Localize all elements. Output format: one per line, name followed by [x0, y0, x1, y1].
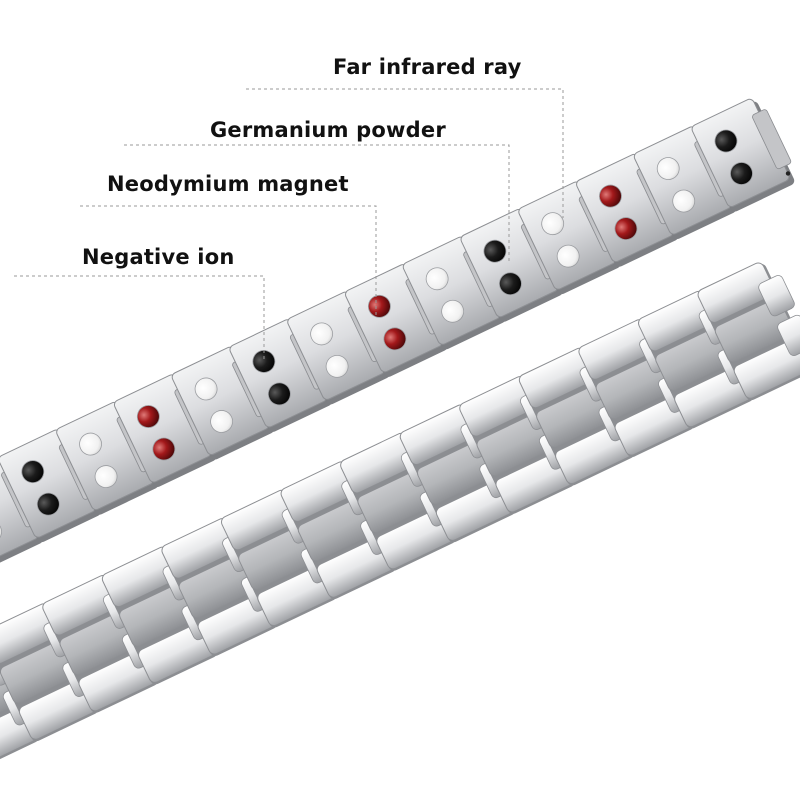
bracelet-link: [691, 98, 795, 212]
leader-neodymium: [80, 205, 377, 316]
negative-ion-stone: [210, 410, 233, 433]
negative-ion-stone: [441, 299, 465, 323]
neodymium-magnet: [21, 460, 45, 484]
negative-ion-stone: [556, 244, 580, 268]
leader-far-infrared: [246, 88, 564, 218]
germanium-stone: [152, 437, 176, 461]
germanium-stone: [367, 294, 391, 318]
callout-germanium: Germanium powder: [210, 118, 446, 142]
neodymium-magnet: [483, 239, 507, 263]
neodymium-magnet: [714, 129, 738, 153]
neodymium-magnet: [252, 350, 276, 373]
leader-negative-ion: [14, 275, 265, 360]
bracelet-link: [402, 236, 506, 350]
neodymium-magnet: [730, 162, 753, 185]
germanium-stone: [136, 405, 160, 428]
negative-ion-stone: [94, 465, 118, 488]
plain-bracelet: [0, 262, 800, 770]
negative-ion-stone: [79, 432, 102, 456]
negative-ion-stone: [656, 157, 680, 180]
callout-leader-lines: [14, 88, 564, 360]
magnetic-bracelet: [0, 98, 795, 570]
germanium-stone: [599, 184, 622, 208]
germanium-stone: [383, 327, 407, 351]
negative-ion-stone: [425, 267, 449, 291]
callout-negative-ion: Negative ion: [82, 245, 235, 269]
neodymium-magnet: [499, 272, 522, 296]
neodymium-magnet: [267, 382, 291, 406]
negative-ion-stone: [0, 520, 2, 544]
negative-ion-stone: [194, 377, 218, 401]
neodymium-magnet: [36, 492, 60, 516]
negative-ion-stone: [325, 354, 349, 378]
callout-neodymium: Neodymium magnet: [107, 172, 349, 196]
germanium-stone: [614, 217, 638, 241]
callout-far-infrared: Far infrared ray: [333, 55, 522, 79]
negative-ion-stone: [541, 212, 565, 236]
bracelet-link: [697, 262, 800, 401]
negative-ion-stone: [672, 189, 696, 213]
negative-ion-stone: [310, 322, 334, 346]
leader-germanium: [124, 144, 510, 262]
